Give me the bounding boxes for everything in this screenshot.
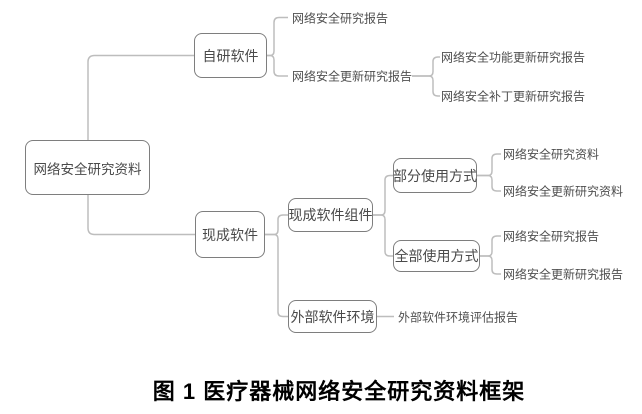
node-partial-use-mode: 部分使用方式 [393,158,477,193]
node-external-software-environment: 外部软件环境 [288,300,377,333]
node-off-the-shelf-software: 现成软件 [195,211,265,258]
connector [267,16,288,57]
connector [267,54,288,77]
node-full-use-mode: 全部使用方式 [393,240,480,272]
figure-caption: 图 1 医疗器械网络安全研究资料框架 [152,379,526,404]
connector [265,233,288,318]
connector [373,214,393,257]
connector [265,214,288,236]
connector [87,195,195,236]
leaf-cybersecurity-update-research-report: 网络安全更新研究报告 [292,69,413,84]
node-self-developed-software: 自研软件 [194,33,267,78]
connector [87,54,194,140]
leaf-full-use-research-report: 网络安全研究报告 [503,229,600,244]
connector [373,174,393,216]
connector [480,235,501,257]
leaf-partial-use-update-research-materials: 网络安全更新研究资料 [503,184,624,199]
node-root-cybersecurity-research-materials: 网络安全研究资料 [25,140,150,195]
connector [412,56,440,77]
connector [477,153,501,177]
leaf-security-function-update-research-report: 网络安全功能更新研究报告 [441,50,586,65]
connector [480,255,501,275]
leaf-external-software-environment-assessment-report: 外部软件环境评估报告 [398,310,519,324]
leaf-security-patch-update-research-report: 网络安全补丁更新研究报告 [441,89,586,104]
connector [412,75,440,97]
leaf-cybersecurity-research-report: 网络安全研究报告 [292,11,389,25]
node-off-the-shelf-software-component: 现成软件组件 [288,198,373,232]
leaf-full-use-update-research-report: 网络安全更新研究报告 [503,267,624,282]
leaf-partial-use-research-materials: 网络安全研究资料 [503,147,600,162]
connector [477,174,501,192]
